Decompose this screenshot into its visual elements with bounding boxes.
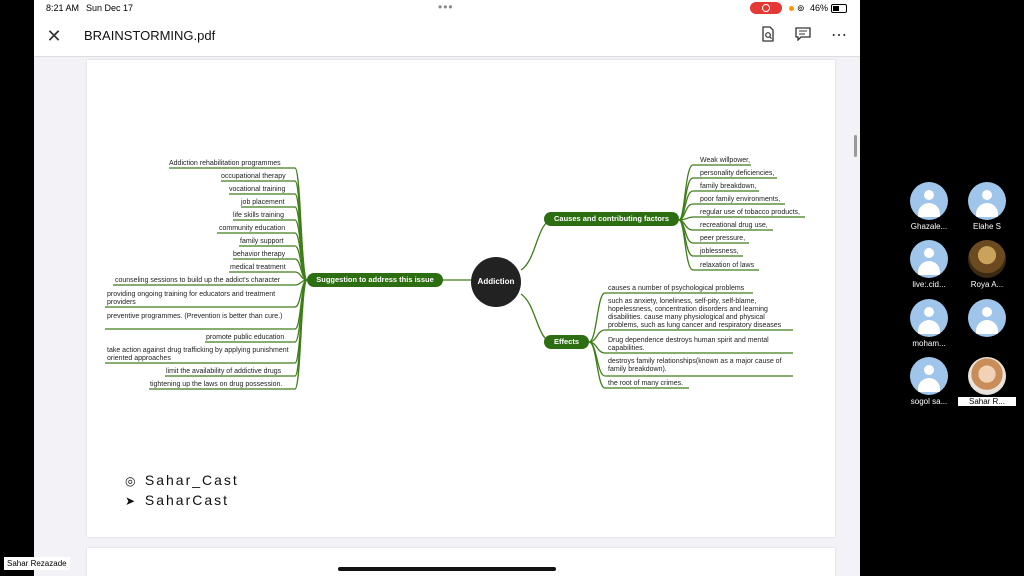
effect-item: causes a number of psychological problem…	[608, 285, 745, 292]
cause-item: joblessness,	[700, 248, 739, 255]
avatar	[968, 357, 1006, 395]
suggestion-item: behavior therapy	[233, 251, 286, 258]
participants-panel: Ghazale... Elahe S live:.cid... Roya A..…	[860, 0, 1024, 576]
cause-item: relaxation of laws	[700, 262, 755, 269]
effect-item: destroys family relationships(known as a…	[608, 358, 782, 373]
scrollbar[interactable]	[854, 135, 857, 157]
suggestions-node: Suggestion to address this issue	[307, 273, 443, 287]
avatar	[968, 240, 1006, 278]
participant-name: live:.cid...	[912, 280, 946, 289]
avatar	[910, 357, 948, 395]
status-time: 8:21 AM	[46, 3, 80, 13]
suggestion-item: tightening up the laws on drug possessio…	[150, 381, 283, 388]
cause-item: peer pressure,	[700, 235, 746, 242]
mindmap-center-node: Addiction	[471, 257, 521, 307]
causes-node: Causes and contributing factors	[544, 212, 679, 226]
participant-name: moham...	[912, 339, 946, 348]
effect-item: the root of many crimes.	[608, 380, 684, 387]
social-handles: ◎ Sahar_Cast ➤ SaharCast	[125, 470, 239, 510]
pdf-page-next	[87, 548, 835, 576]
participant-name: sogol sa...	[910, 397, 948, 406]
suggestion-item: counseling sessions to build up the addi…	[115, 277, 281, 284]
close-button[interactable]: ✕	[46, 26, 62, 46]
suggestion-item: job placement	[241, 199, 285, 206]
avatar	[968, 299, 1006, 337]
cause-item: poor family environments,	[700, 196, 781, 203]
suggestion-item: take action against drug trafficking by …	[107, 347, 289, 362]
participant-tile[interactable]: Elahe S	[958, 182, 1016, 234]
avatar	[910, 182, 948, 220]
cause-item: Weak willpower,	[700, 157, 751, 164]
viewer-toolbar: ✕ BRAINSTORMING.pdf ⋯	[34, 18, 860, 57]
battery-percent: 46%	[810, 3, 829, 13]
battery-icon	[831, 4, 847, 13]
status-date: Sun Dec 17	[86, 3, 134, 13]
instagram-handle: ◎ Sahar_Cast	[125, 470, 239, 490]
suggestion-item: providing ongoing training for educators…	[107, 291, 276, 306]
participant-tile[interactable]: Ghazale...	[900, 182, 958, 234]
participant-tile[interactable]	[958, 299, 1016, 351]
telegram-icon: ➤	[125, 494, 136, 508]
status-bar: 8:21 AM Sun Dec 17 ••• ⊚ 46%	[34, 0, 860, 18]
search-document-icon[interactable]	[758, 26, 778, 46]
effects-node: Effects	[544, 335, 589, 349]
cause-item: family breakdown,	[700, 183, 757, 190]
suggestion-item: family support	[240, 238, 284, 245]
mic-indicator-icon	[789, 6, 794, 11]
self-video-label: Sahar Rezazade	[4, 557, 70, 570]
avatar	[910, 240, 948, 278]
suggestion-item: occupational therapy	[221, 173, 286, 180]
participant-tile[interactable]: Roya A...	[958, 240, 1016, 292]
document-title: BRAINSTORMING.pdf	[84, 28, 216, 43]
telegram-handle: ➤ SaharCast	[125, 490, 239, 510]
instagram-icon: ◎	[125, 474, 136, 488]
suggestion-item: limit the availability of addictive drug…	[166, 368, 282, 375]
cause-item: regular use of tobacco products,	[700, 209, 801, 216]
suggestion-item: medical treatment	[230, 264, 286, 271]
participant-name: Roya A...	[970, 280, 1004, 289]
multitask-dots-icon[interactable]: •••	[438, 0, 454, 14]
cause-item: recreational drug use,	[700, 222, 768, 229]
participant-tile[interactable]: moham...	[900, 299, 958, 351]
suggestion-item: life skills training	[233, 212, 284, 219]
link-icon: ⊚	[797, 3, 805, 13]
more-options-icon[interactable]: ⋯	[831, 27, 847, 44]
participant-name: Ghazale...	[910, 222, 948, 231]
ipad-screen: 8:21 AM Sun Dec 17 ••• ⊚ 46% ✕ BRAINSTOR…	[34, 0, 860, 576]
participant-name: Sahar R...	[958, 397, 1016, 406]
suggestion-item: community education	[219, 225, 286, 232]
effect-item: such as anxiety, loneliness, self-pity, …	[608, 298, 782, 329]
participant-name: Elahe S	[972, 222, 1002, 231]
effect-item: Drug dependence destroys human spirit an…	[608, 337, 769, 352]
cause-item: personality deficiencies,	[700, 170, 775, 177]
suggestion-item: promote public education	[206, 334, 285, 341]
participant-tile[interactable]: sogol sa...	[900, 357, 958, 409]
pdf-page: Addiction Causes and contributing factor…	[87, 60, 835, 537]
mindmap-connectors	[105, 164, 805, 390]
avatar	[968, 182, 1006, 220]
participant-tile[interactable]: Sahar R...	[958, 357, 1016, 409]
home-indicator[interactable]	[338, 567, 556, 571]
avatar	[910, 299, 948, 337]
suggestion-item: Addiction rehabilitation programmes	[169, 160, 281, 167]
participant-tile[interactable]: live:.cid...	[900, 240, 958, 292]
suggestion-item: preventive programmes. (Prevention is be…	[107, 313, 283, 320]
suggestion-item: vocational training	[229, 186, 286, 193]
screen-recording-icon[interactable]	[750, 2, 782, 14]
comment-icon[interactable]	[793, 26, 813, 46]
